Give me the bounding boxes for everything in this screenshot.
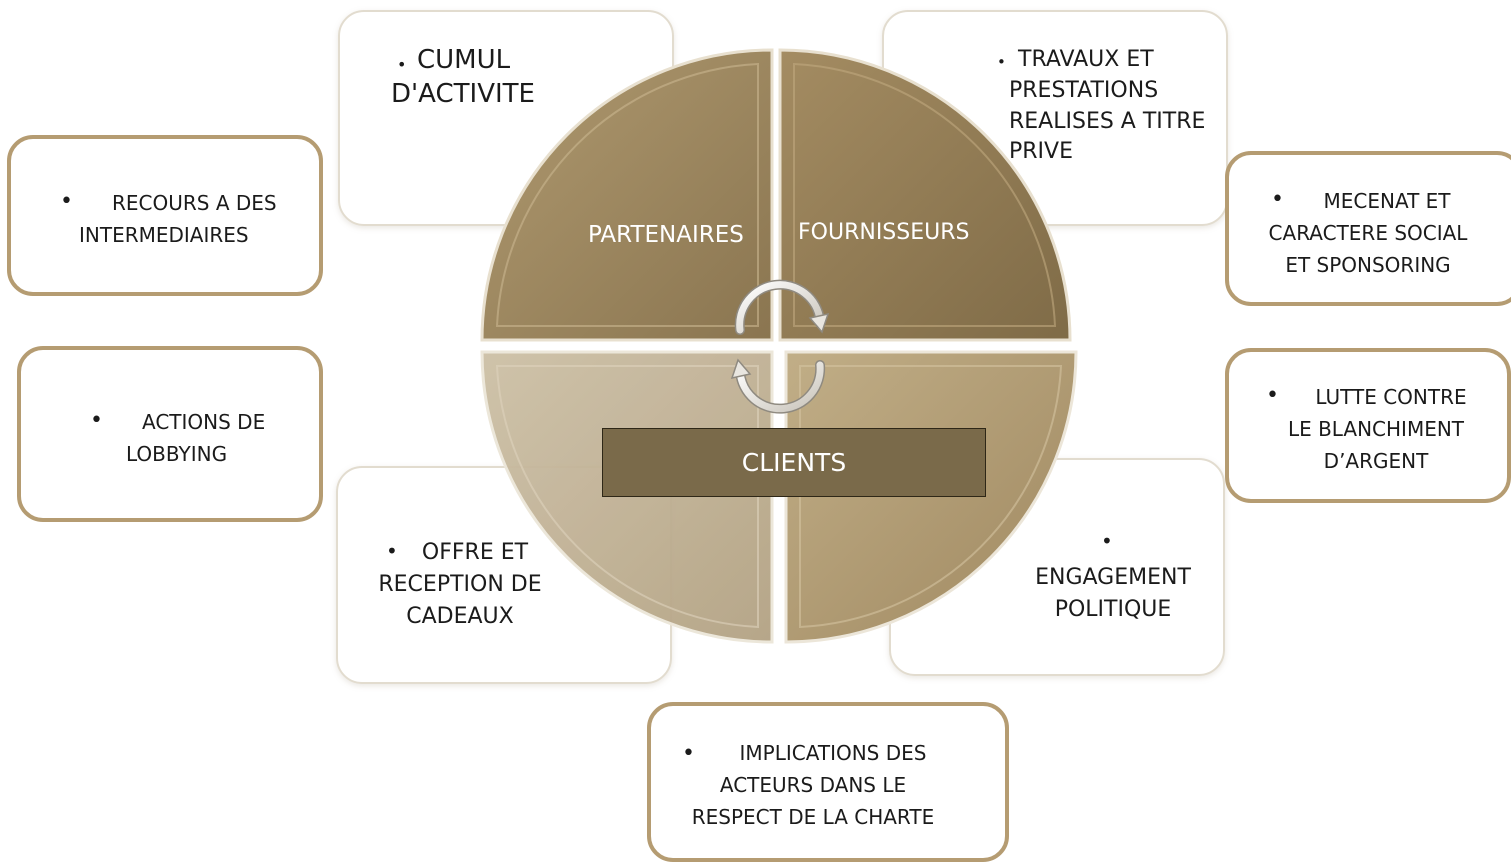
box-recours-intermediaires — [7, 135, 323, 296]
clients-label: CLIENTS — [741, 448, 847, 477]
quadrant-label-fournisseurs: FOURNISSEURS — [798, 220, 970, 245]
mecenat-bullet: • — [1271, 187, 1284, 212]
quadrant-label-partenaires: PARTENAIRES — [588, 222, 744, 248]
implications-bullet: • — [682, 741, 695, 766]
lobbying-text: ACTIONS DE LOBBYING — [126, 410, 266, 466]
recours-bullet: • — [60, 189, 73, 214]
box-mecenat-sponsoring — [1225, 151, 1511, 306]
box-actions-lobbying — [17, 346, 323, 522]
lutte-bullet: • — [1266, 383, 1279, 408]
quadrant-partenaires — [480, 48, 774, 342]
lutte-text: LUTTE CONTRE LE BLANCHIMENT D’ARGENT — [1287, 385, 1467, 473]
box-lutte-blanchiment — [1225, 348, 1511, 503]
implications-text: IMPLICATIONS DES ACTEURS DANS LE RESPECT… — [691, 741, 935, 829]
offre-text: OFFRE ET RECEPTION DE CADEAUX — [378, 540, 542, 629]
travaux-text: TRAVAUX ET PRESTATIONS REALISES A TITRE … — [1009, 47, 1206, 165]
engagement-bullet: • — [1101, 529, 1113, 553]
travaux-bullet: • — [997, 53, 1006, 71]
cumul-text: CUMUL D'ACTIVITE — [391, 45, 535, 109]
recours-text: RECOURS A DES INTERMEDIAIRES — [79, 191, 277, 247]
quadrant-bottom-left — [480, 350, 774, 644]
quadrant-bottom-right — [784, 350, 1078, 644]
lobbying-bullet: • — [90, 408, 103, 433]
quadrant-fournisseurs — [778, 48, 1072, 342]
offre-bullet: • — [386, 539, 398, 563]
clients-bar: CLIENTS — [602, 428, 986, 497]
cycle-arrows-icon — [730, 279, 830, 414]
engagement-text: ENGAGEMENT POLITIQUE — [1035, 565, 1191, 622]
mecenat-text: MECENAT ET CARACTERE SOCIAL ET SPONSORIN… — [1268, 189, 1468, 277]
cumul-bullet: • — [397, 55, 407, 74]
